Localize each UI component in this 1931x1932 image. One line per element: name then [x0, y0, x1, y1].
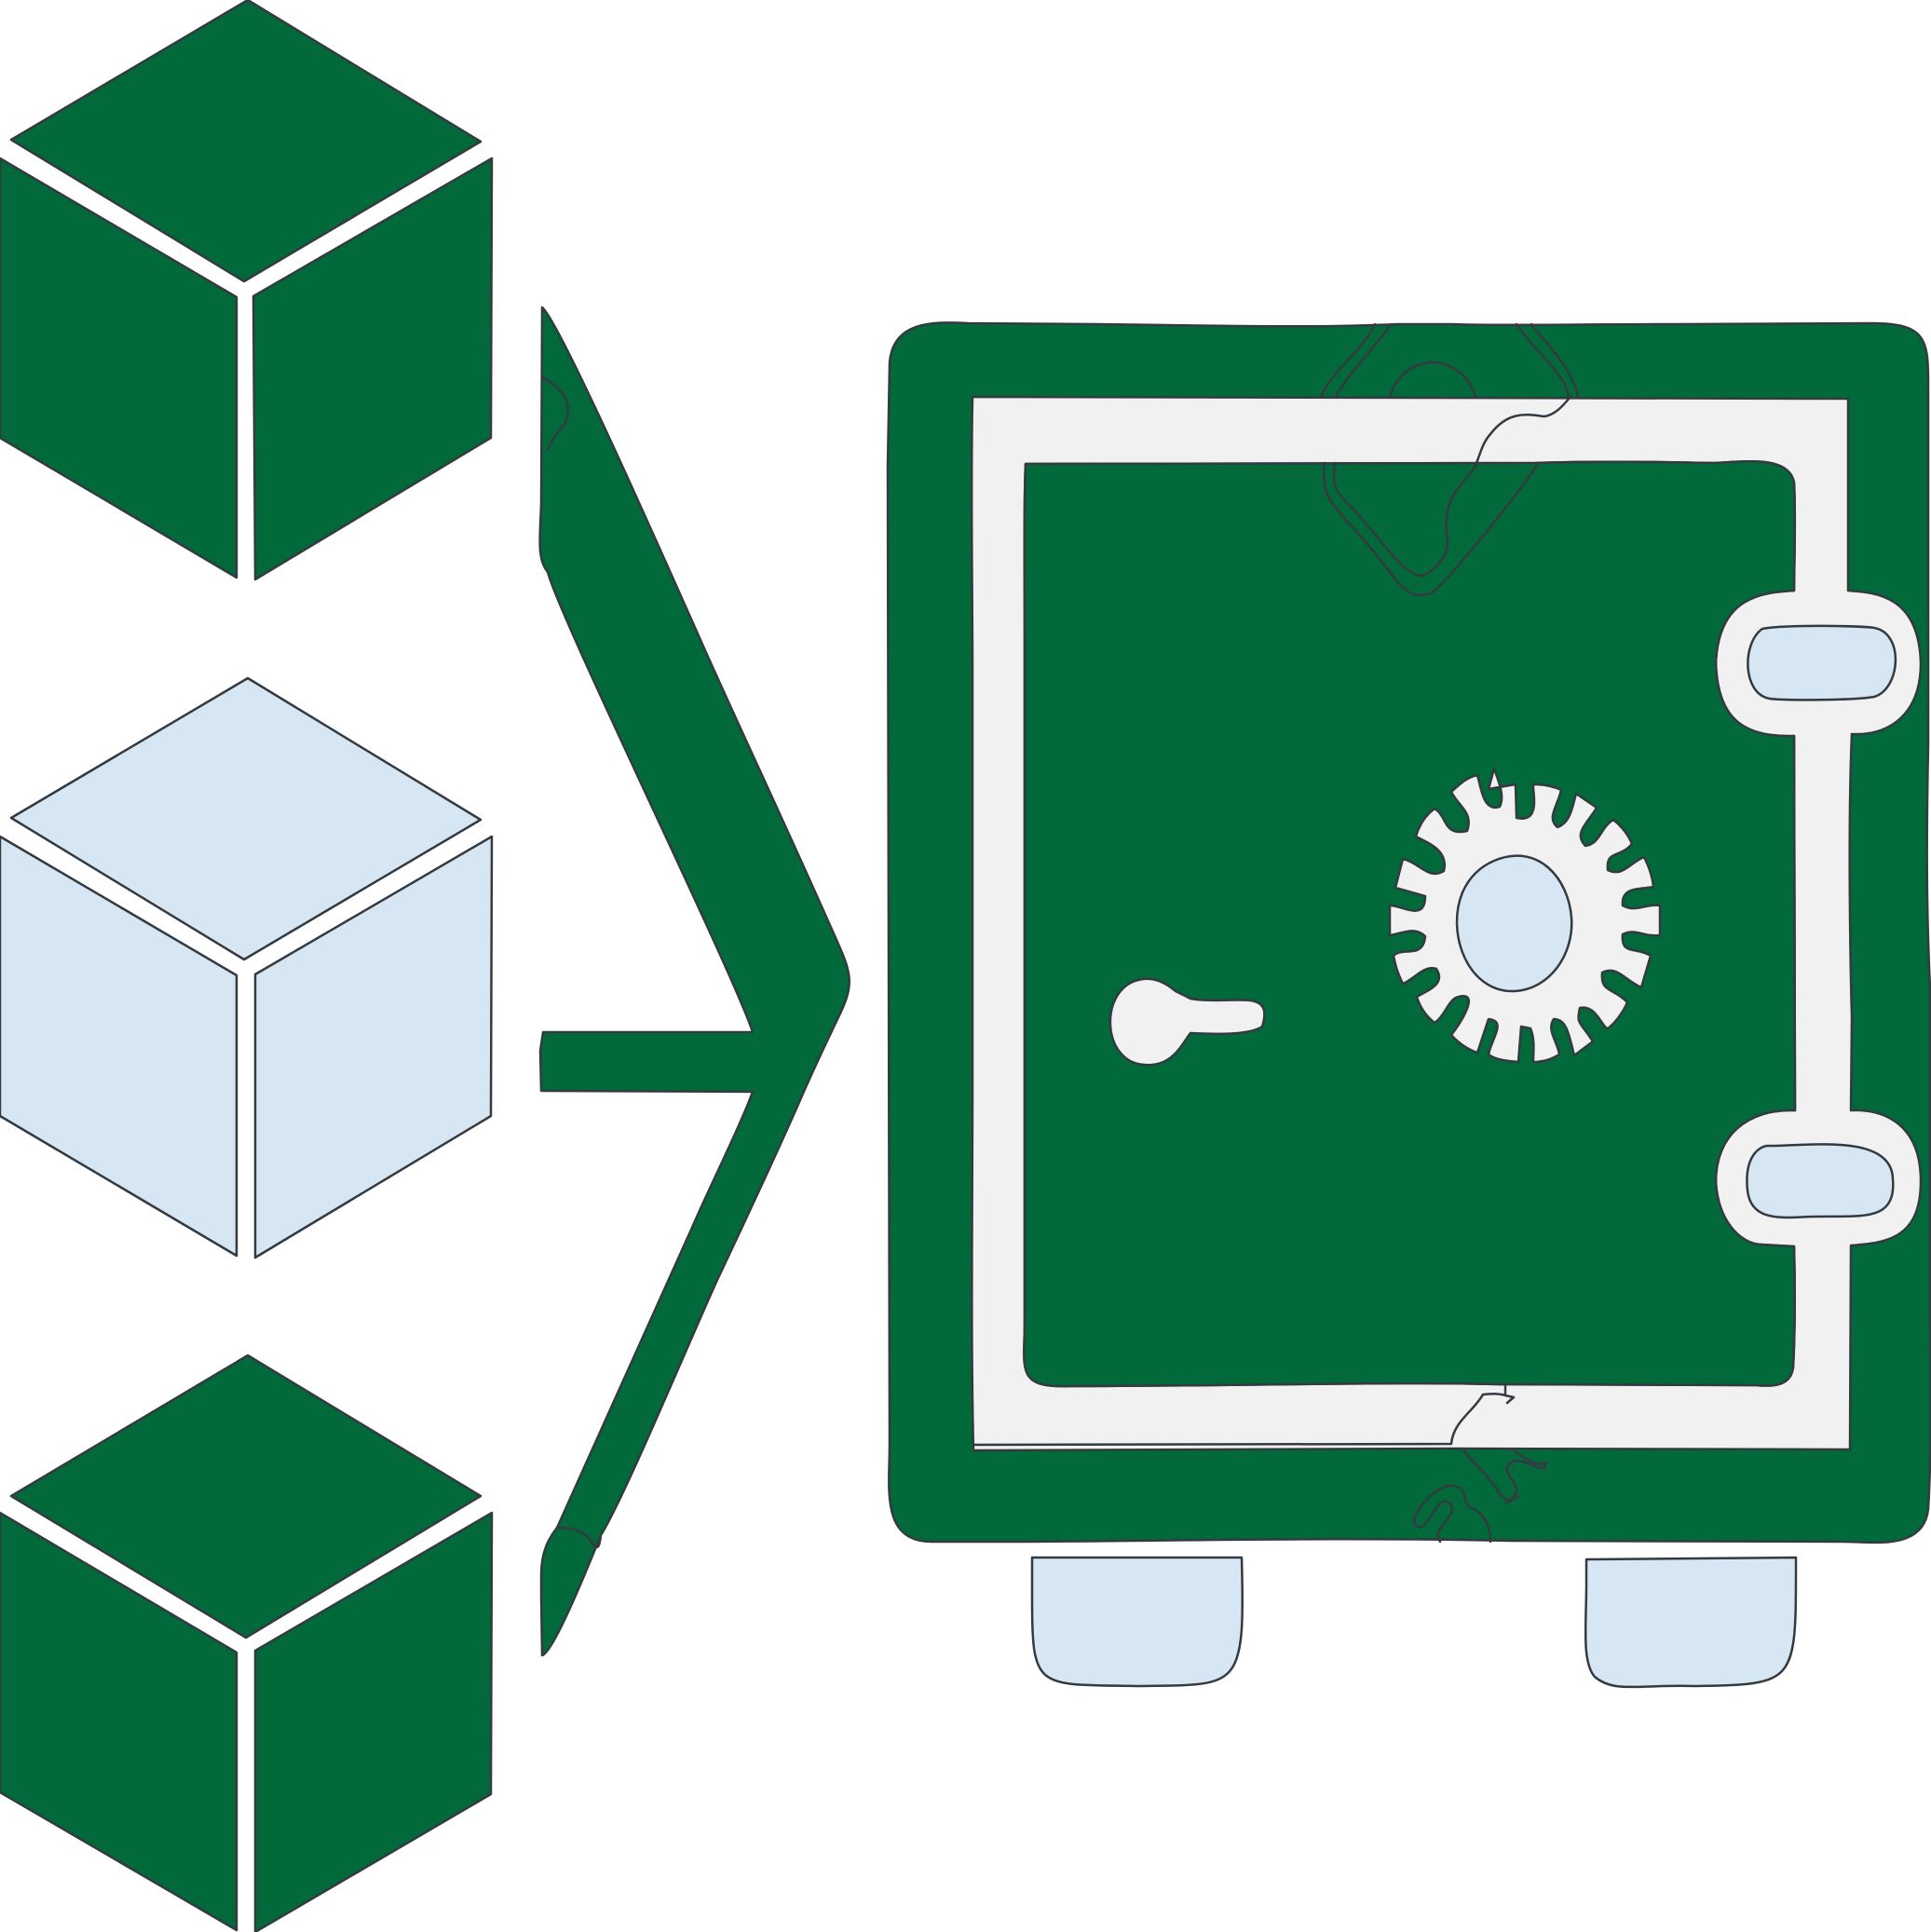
safe-top-ornament [1319, 322, 1580, 399]
top-cube-right-face [252, 156, 494, 581]
safe-dial-center [1455, 854, 1573, 993]
middle-cube-icon [0, 676, 494, 1259]
bottom-cube-right-face [253, 1511, 494, 1932]
safe-inner-triangle [1323, 395, 1572, 596]
middle-cube-right-face [253, 835, 494, 1259]
safe-upper-hinge [1747, 624, 1897, 701]
bottom-cube-icon [0, 1354, 494, 1932]
top-cube-top-face [9, 0, 483, 283]
top-cube-icon [0, 0, 494, 581]
bottom-cube-left-face [0, 1511, 238, 1932]
top-cube-left-face [0, 156, 238, 579]
bottom-cube-top-face [9, 1354, 483, 1639]
merge-arrow-shape [538, 306, 850, 1657]
vault-safe-icon [886, 321, 1931, 1689]
safe-left-foot [1030, 1556, 1244, 1688]
merge-arrow-seam-lower [555, 1526, 603, 1549]
middle-cube-left-face [0, 835, 238, 1258]
safe-keyhole-handle [1108, 977, 1266, 1067]
middle-cube-top-face [9, 676, 483, 961]
safe-bottom-ornament [972, 1382, 1548, 1544]
safe-lower-hinge [1746, 1143, 1895, 1219]
safe-right-foot [1584, 1556, 1798, 1689]
merge-arrow-seam [541, 375, 569, 452]
merge-arrow-icon [538, 306, 850, 1657]
